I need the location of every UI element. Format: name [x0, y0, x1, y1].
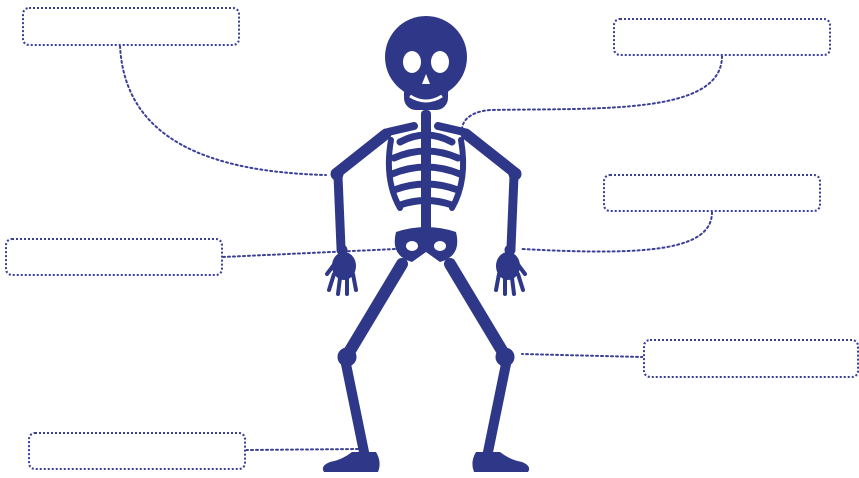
label-box-bottom-left[interactable]: [28, 432, 246, 470]
skeleton-figure: [323, 16, 529, 472]
leader-line-bottom-left: [246, 449, 360, 450]
leader-line-middle-right: [522, 212, 712, 252]
leader-line-lower-right: [522, 354, 643, 357]
label-box-top-right[interactable]: [613, 18, 831, 56]
label-box-top-left[interactable]: [22, 7, 240, 46]
label-box-middle-right[interactable]: [603, 174, 821, 212]
spine: [421, 110, 431, 234]
label-box-middle-left[interactable]: [5, 238, 223, 276]
hands: [327, 254, 525, 294]
skull: [385, 16, 467, 110]
leader-line-middle-left: [223, 249, 396, 257]
pelvis: [395, 227, 458, 262]
leader-line-top-right: [462, 56, 722, 130]
label-box-lower-right[interactable]: [643, 339, 859, 378]
feet: [323, 452, 529, 472]
legs: [338, 264, 514, 452]
leader-line-top-left: [120, 46, 326, 175]
